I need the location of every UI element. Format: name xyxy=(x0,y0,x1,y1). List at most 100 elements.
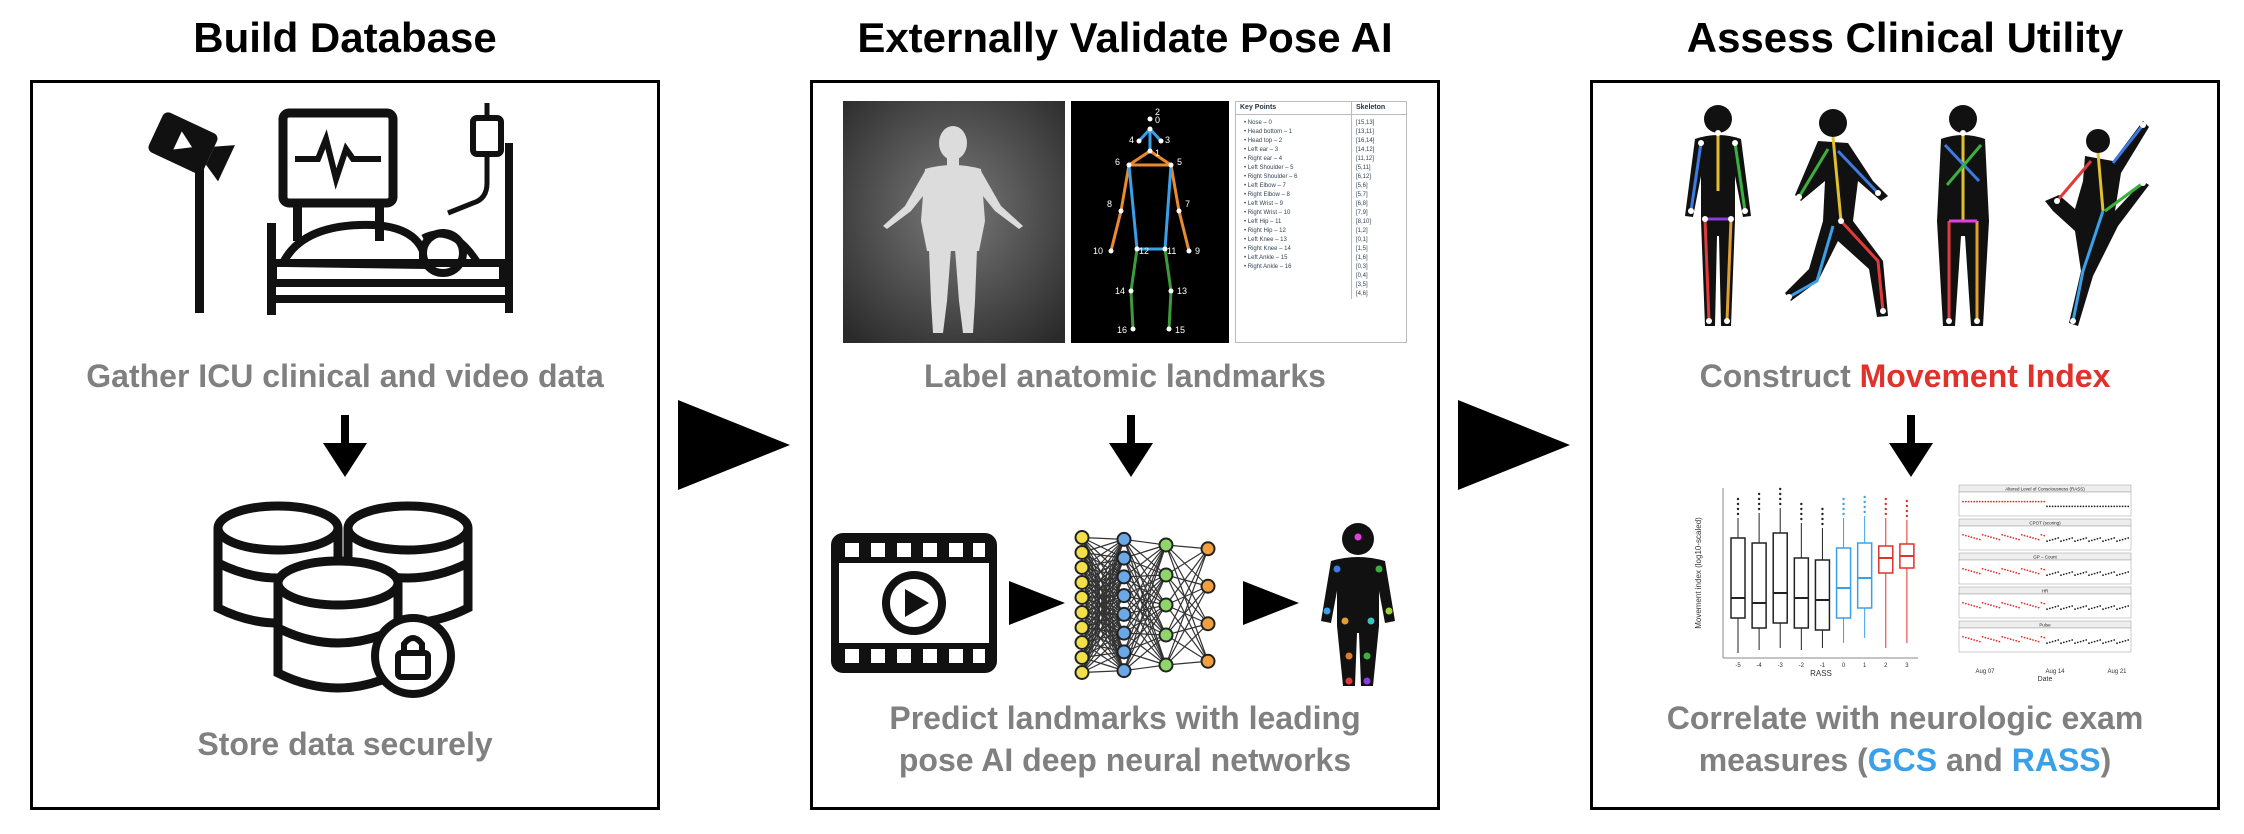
nn-node xyxy=(1116,588,1132,604)
ts-panel-title: Pulse xyxy=(2039,623,2051,628)
nn-edge xyxy=(1081,595,1125,643)
ts-xlabel: Date xyxy=(2038,676,2053,683)
nn-edge xyxy=(1081,595,1125,658)
skeleton-pair-row: [8,10] xyxy=(1356,219,1372,225)
kp-label: 16 xyxy=(1117,325,1127,335)
nn-edge xyxy=(1123,544,1167,615)
nn-node xyxy=(1200,616,1216,632)
nn-node xyxy=(1074,635,1090,650)
boxplot-xlabel: RASS xyxy=(1810,669,1832,678)
nn-node xyxy=(1074,665,1090,680)
flow-arrow-1-icon xyxy=(678,400,790,490)
ts-xtick: Aug 07 xyxy=(1975,669,1995,675)
nn-edge xyxy=(1081,538,1125,583)
kp-label: 1 xyxy=(1155,148,1160,158)
kp-label: 15 xyxy=(1175,325,1185,335)
boxplot-xtick: 3 xyxy=(1905,663,1909,669)
kp-label: 10 xyxy=(1093,246,1103,256)
ts-panel-title: GP – Count xyxy=(2033,555,2057,560)
nn-edge xyxy=(1123,574,1167,634)
nn-edge xyxy=(1081,539,1125,598)
label-landmarks-caption: Label anatomic landmarks xyxy=(924,358,1326,394)
nn-node xyxy=(1158,537,1174,553)
kp-label: 8 xyxy=(1107,199,1112,209)
nn-edge xyxy=(1165,604,1209,625)
nn-edge xyxy=(1081,539,1125,673)
nn-node xyxy=(1200,653,1216,669)
panel3-title: Assess Clinical Utility xyxy=(1686,14,2124,61)
ts-xtick: Aug 14 xyxy=(2045,669,2065,675)
keypoint-row: • Right Knee – 14 xyxy=(1244,246,1291,252)
nn-edge xyxy=(1123,574,1167,597)
ts-xtick: Aug 21 xyxy=(2107,669,2127,675)
nn-edge xyxy=(1165,623,1209,666)
ts-panel-title: CPOT (scoring) xyxy=(2029,521,2061,526)
skeleton-pair-row: [7,9] xyxy=(1356,210,1368,216)
panel2-title: Externally Validate Pose AI xyxy=(857,14,1393,61)
movement-index-boxplot: Movement index (log10-scaled) RASS -5-4-… xyxy=(1694,487,1918,678)
nn-node xyxy=(1200,578,1216,594)
construct-prefix: Construct xyxy=(1699,358,1860,394)
skeleton-keypoints-image: 0 2 1 4 3 6 5 8 7 10 9 12 11 14 13 16 15 xyxy=(1071,101,1229,343)
measures-prefix: measures ( xyxy=(1698,742,1868,778)
skeleton-pair-row: [3,5] xyxy=(1356,282,1368,288)
nn-node xyxy=(1158,657,1174,673)
nn-edge xyxy=(1123,604,1167,671)
ts-panel: Altered Level of Consciousness (RASS) xyxy=(1958,484,2132,517)
keypoint-row: • Left Shoulder – 5 xyxy=(1244,165,1294,171)
nn-edge xyxy=(1165,544,1209,662)
nn-edge xyxy=(1123,574,1167,615)
kp-label: 9 xyxy=(1195,246,1200,256)
nn-edge xyxy=(1123,574,1167,671)
skeleton-pair-row: [14,12] xyxy=(1356,147,1375,153)
nn-edge xyxy=(1165,604,1209,662)
right-arrow-icon xyxy=(1009,581,1065,625)
boxplot-xtick: 2 xyxy=(1884,663,1888,669)
panel-validate-pose-ai: 0 2 1 4 3 6 5 8 7 10 9 12 11 14 13 16 15… xyxy=(810,80,1440,810)
nn-node xyxy=(1158,627,1174,643)
kp-label: 13 xyxy=(1177,286,1187,296)
keypoint-row: • Left Elbow – 7 xyxy=(1244,183,1286,189)
neural-network-icon xyxy=(1074,530,1216,680)
nn-edge xyxy=(1165,585,1209,636)
nn-node xyxy=(1116,625,1132,641)
flow-arrow-2-icon xyxy=(1458,400,1570,490)
skeleton-pair-row: [16,14] xyxy=(1356,138,1375,144)
skeleton-pair-row: [0,4] xyxy=(1356,273,1368,279)
nn-edge xyxy=(1081,557,1125,628)
video-film-icon xyxy=(831,533,997,673)
boxplot-box xyxy=(1751,492,1767,650)
nn-node xyxy=(1074,530,1090,545)
table-header-skeleton: Skeleton xyxy=(1351,102,1406,114)
keypoint-row: • Right Elbow – 8 xyxy=(1244,192,1290,198)
ts-panel: GP – Count xyxy=(1958,552,2132,585)
ts-panel: HR xyxy=(1958,586,2132,619)
keypoints-table: Key Points Skeleton • Nose – 0• Head bot… xyxy=(1235,101,1407,343)
nn-edge xyxy=(1081,557,1125,613)
nn-edge xyxy=(1123,576,1167,606)
nn-edge xyxy=(1165,634,1209,662)
keypoint-row: • Right Wrist – 10 xyxy=(1244,210,1291,216)
nn-edge xyxy=(1165,574,1209,662)
time-series-panels: Altered Level of Consciousness (RASS) CPO… xyxy=(1958,484,2132,683)
predict-landmarks-caption-1: Predict landmarks with leading xyxy=(889,700,1361,736)
skeleton-pair-row: [0,1] xyxy=(1356,237,1368,243)
keypoint-list: • Nose – 0• Head bottom – 1• Head top – … xyxy=(1236,115,1351,299)
skeleton-pair-row: [1,5] xyxy=(1356,246,1368,252)
boxplot-xtick: -2 xyxy=(1799,663,1805,669)
boxplot-box xyxy=(1878,497,1894,648)
nn-edge xyxy=(1165,544,1209,587)
nn-node xyxy=(1116,606,1132,622)
pose-figures-image xyxy=(1685,105,2149,326)
nn-node xyxy=(1074,560,1090,575)
nn-edge xyxy=(1165,585,1209,606)
nn-edge xyxy=(1165,548,1209,666)
kp-label: 4 xyxy=(1129,135,1134,145)
predict-landmarks-caption-2: pose AI deep neural networks xyxy=(898,742,1352,778)
nn-node xyxy=(1116,531,1132,547)
skeleton-pair-row: [4,6] xyxy=(1356,291,1368,297)
nn-edge xyxy=(1081,651,1125,674)
keypoint-row: • Head top – 2 xyxy=(1244,138,1283,144)
skeleton-pair-row: [1,6] xyxy=(1356,255,1368,261)
kp-label: 2 xyxy=(1155,107,1160,117)
